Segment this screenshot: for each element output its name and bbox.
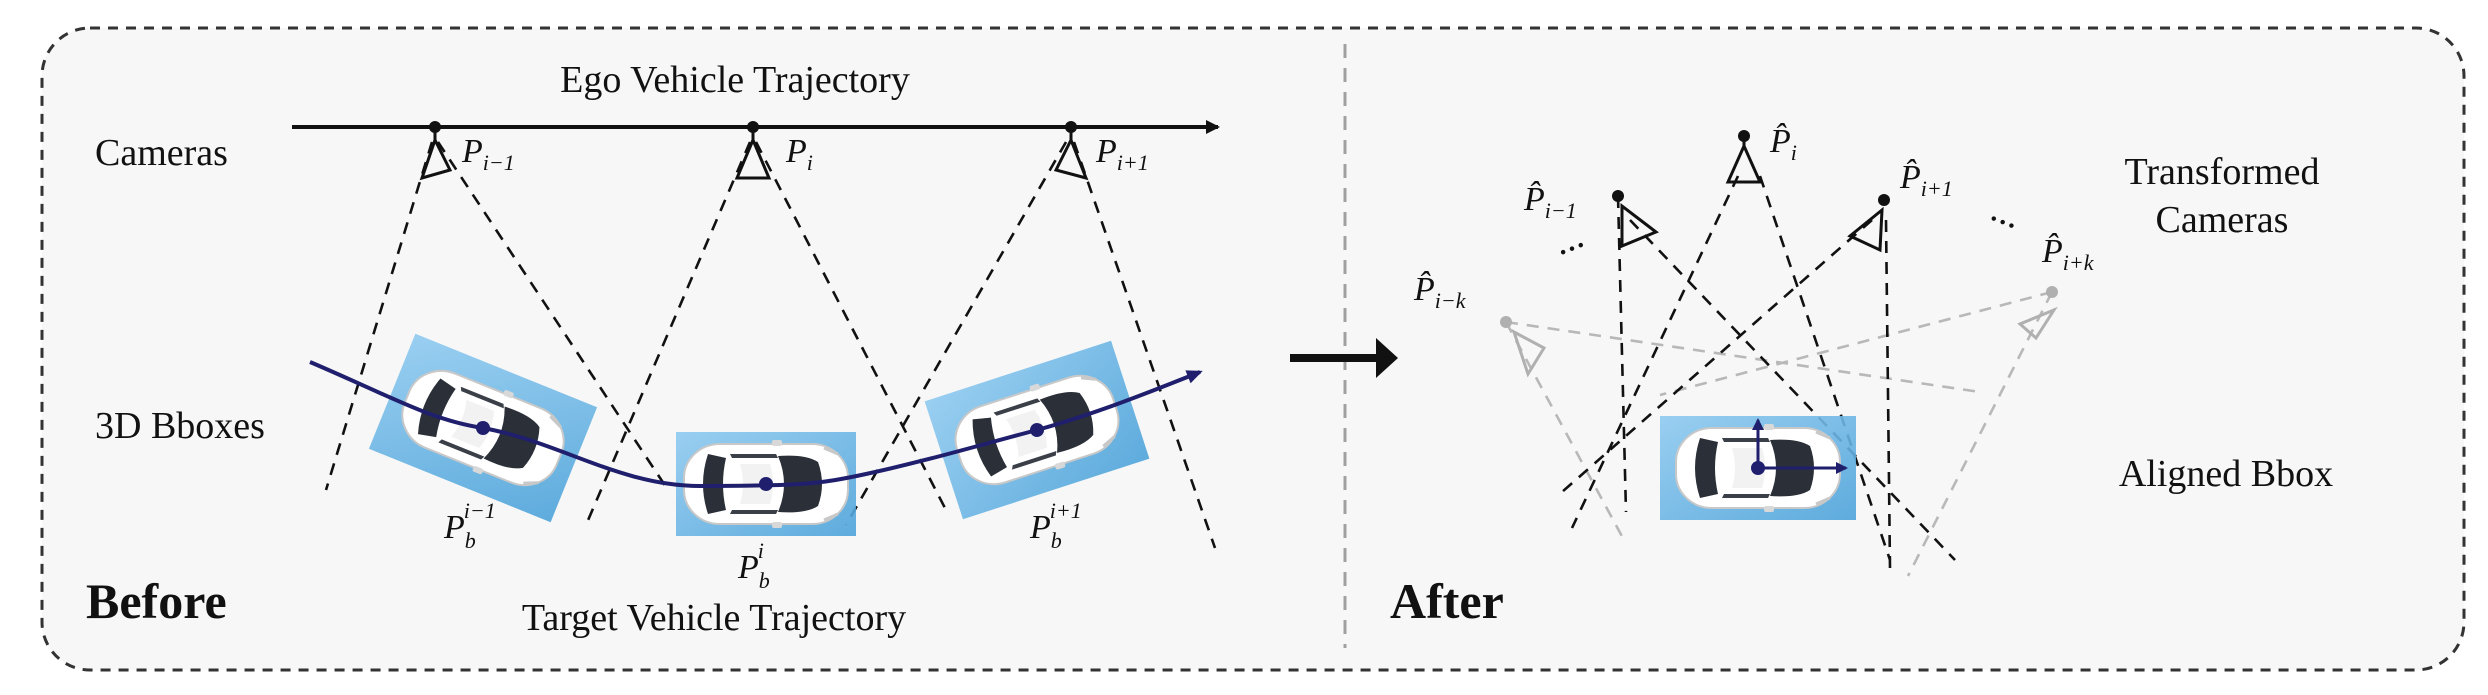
frame-border xyxy=(40,26,2466,672)
before-label: Before xyxy=(86,573,227,629)
aligned-bbox xyxy=(1660,416,1856,520)
bbox-label-i-plus-1: Pbi+1 xyxy=(1029,498,1082,553)
transformed-camera-rays xyxy=(1561,175,1956,569)
transformed-camera-i-minus-k xyxy=(1500,316,1547,378)
camera-frustums xyxy=(324,141,1217,549)
ego-trajectory-label: Ego Vehicle Trajectory xyxy=(560,59,910,101)
transition-arrow-head xyxy=(1376,338,1398,378)
transformed-camera-i-plus-k xyxy=(2017,286,2058,341)
transformed-label-i-plus-k: P̂i+k xyxy=(2041,232,2095,275)
transformed-label-i-minus-k: P̂i−k xyxy=(1413,270,1467,313)
aligned-bbox-label: Aligned Bbox xyxy=(2119,453,2333,495)
target-trajectory-label: Target Vehicle Trajectory xyxy=(522,597,906,639)
after-label: After xyxy=(1390,573,1504,629)
faded-camera-rays xyxy=(1504,290,2054,577)
transformed-label-i-minus-1: P̂i−1 xyxy=(1523,180,1577,223)
target-trajectory-curve xyxy=(309,360,1203,489)
bbox-label-i-minus-1: Pbi−1 xyxy=(443,498,496,553)
transformed-cameras-label-line2: Cameras xyxy=(2156,199,2289,241)
camera-i xyxy=(734,121,772,180)
bbox-label-i: Pbi xyxy=(737,538,770,593)
camera-i-plus-1 xyxy=(1053,121,1089,181)
bboxes-label: 3D Bboxes xyxy=(95,405,265,447)
camera-label-i: Pi xyxy=(785,133,813,175)
cameras-label: Cameras xyxy=(95,132,228,174)
transformed-label-i: P̂i xyxy=(1769,122,1797,165)
camera-i-minus-1 xyxy=(419,121,453,181)
transformed-cameras-label-line1: Transformed xyxy=(2125,151,2320,193)
transformed-label-i-plus-1: P̂i+1 xyxy=(1899,158,1953,201)
transformed-camera-i xyxy=(1725,130,1763,184)
camera-label-i-plus-1: Pi+1 xyxy=(1095,133,1149,175)
camera-label-i-minus-1: Pi−1 xyxy=(461,133,515,175)
transformed-camera-i-minus-1 xyxy=(1612,190,1659,249)
transformed-camera-i-plus-1 xyxy=(1847,194,1890,253)
